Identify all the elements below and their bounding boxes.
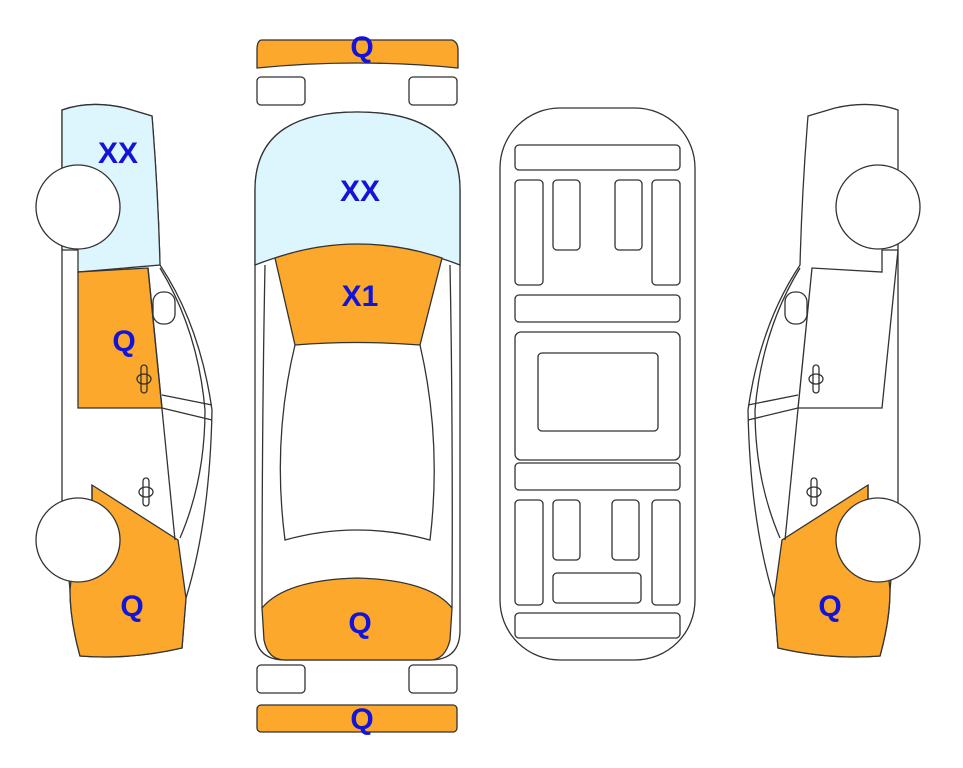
- underbody-part: [537, 352, 659, 432]
- top-windshield-panel[interactable]: [274, 243, 443, 346]
- left-front-wheel: [35, 164, 121, 250]
- rear-right-light: [408, 664, 458, 694]
- underbody-part: [552, 572, 642, 604]
- top-rear-panel[interactable]: [261, 577, 453, 661]
- door-handle-icon: [136, 364, 152, 394]
- underbody-part: [514, 294, 681, 323]
- underbody-part: [514, 179, 544, 286]
- underbody-part: [514, 499, 544, 606]
- underbody-part: [514, 144, 681, 171]
- right-side-view: [747, 103, 921, 658]
- right-rear-wheel: [835, 497, 921, 583]
- right-front-wheel: [835, 164, 921, 250]
- rear-left-light: [256, 664, 306, 694]
- label-right-rear-quarter: Q: [818, 590, 841, 623]
- left-window-line: [91, 267, 213, 565]
- top-view: [254, 39, 461, 733]
- label-left-roof: XX: [98, 137, 138, 170]
- front-bumper[interactable]: [256, 39, 459, 69]
- left-side-view: [35, 103, 213, 658]
- label-left-front-door: Q: [112, 325, 135, 358]
- right-panel-lines: [747, 249, 899, 565]
- left-rear-wheel: [35, 497, 121, 583]
- label-front-bumper: Q: [350, 31, 373, 64]
- door-handle-icon: [808, 364, 824, 394]
- underbody-part: [514, 462, 681, 491]
- right-mirror: [784, 291, 808, 325]
- front-right-light: [408, 76, 458, 106]
- underbody-part: [651, 499, 681, 606]
- rear-bumper[interactable]: [256, 704, 458, 733]
- underbody-part: [552, 179, 581, 251]
- label-rear-bumper: Q: [350, 703, 373, 736]
- label-left-rear-quarter: Q: [120, 590, 143, 623]
- underbody-part: [614, 179, 643, 251]
- underbody-part: [514, 612, 681, 639]
- underbody-part: [611, 499, 640, 561]
- door-handle-icon: [138, 477, 154, 507]
- underbody-part: [552, 499, 581, 561]
- door-handle-icon: [806, 477, 822, 507]
- label-top-rear: Q: [348, 607, 371, 640]
- underbody-part: [651, 179, 681, 286]
- label-top-windshield: X1: [342, 280, 379, 313]
- left-mirror: [152, 291, 176, 325]
- top-cabin-lines: [261, 264, 453, 609]
- underbody-view: [499, 107, 696, 661]
- front-left-light: [256, 76, 306, 106]
- label-top-roof: XX: [340, 175, 380, 208]
